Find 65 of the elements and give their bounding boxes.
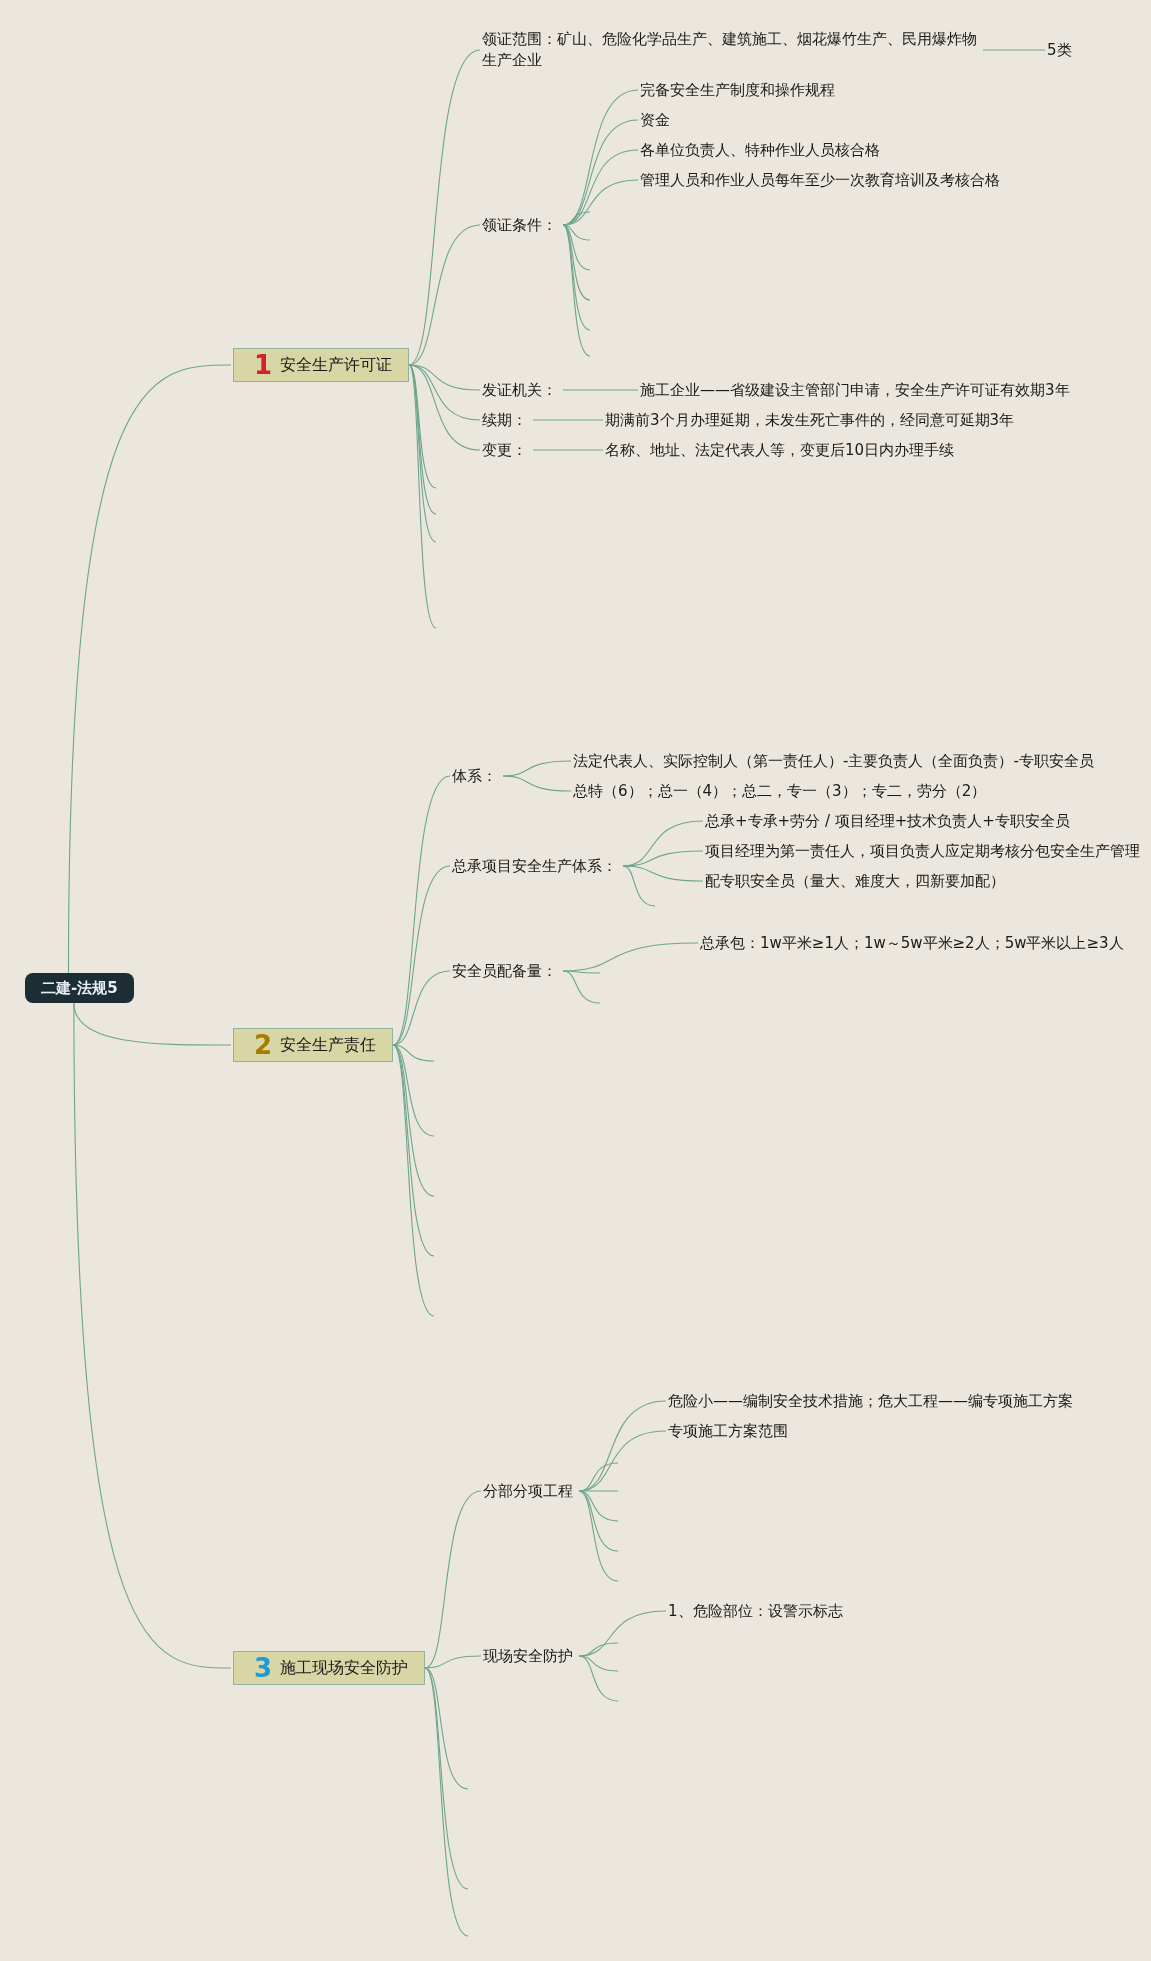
branch-line (424, 1655, 482, 1669)
branch-line (408, 364, 437, 543)
branch-line (67, 364, 232, 974)
branch-line (424, 1667, 469, 1790)
branch-line (408, 364, 437, 629)
branch-line (562, 970, 601, 974)
branch-line (562, 389, 639, 391)
topic-box (233, 1028, 394, 1062)
branch-text: 领证条件： (482, 214, 557, 236)
branch-text: 总承+专承+劳分 / 项目经理+技术负责人+专职安全员 (705, 810, 1070, 832)
branch-text: 项目经理为第一责任人，项目负责人应定期考核分包安全生产管理 (705, 840, 1140, 862)
branch-text: 专项施工方案范围 (668, 1420, 788, 1442)
branch-line (562, 211, 591, 226)
branch-text: 总承包：1w平米≥1人；1w～5w平米≥2人；5w平米以上≥3人 (700, 932, 1124, 954)
branch-text: 危险小——编制安全技术措施；危大工程——编专项施工方案 (668, 1390, 1073, 1412)
branch-line (578, 1642, 619, 1657)
branch-line (73, 1002, 232, 1669)
topic-label: 施工现场安全防护 (280, 1657, 409, 1679)
branch-line (562, 224, 591, 357)
number-marker: 2 (254, 1030, 273, 1060)
branch-text: 总特（6）；总一（4）；总二，专一（3）；专二，劳分（2） (573, 780, 987, 802)
branch-text: 法定代表人、实际控制人（第一责任人）-主要负责人（全面负责）-专职安全员 (573, 750, 1094, 772)
branch-line (532, 449, 604, 451)
branch-line (408, 364, 481, 451)
branch-line (392, 775, 451, 1046)
branch-text: 分部分项工程 (483, 1480, 573, 1502)
branch-text: 发证机关： (482, 379, 557, 401)
branch-text: 1、危险部位：设警示标志 (668, 1600, 843, 1622)
number-marker: 3 (254, 1653, 273, 1683)
branch-line (562, 224, 591, 271)
number-marker: 1 (254, 350, 273, 380)
branch-text: 变更： (482, 439, 527, 461)
branch-line (532, 419, 604, 421)
branch-line (578, 1655, 619, 1672)
topic-label: 安全生产许可证 (280, 354, 393, 376)
topic-box (233, 348, 410, 382)
branch-text: 资金 (640, 109, 670, 131)
branch-text: 配专职安全员（量大、难度大，四新要加配） (705, 870, 1005, 892)
branch-text: 5类 (1047, 39, 1072, 61)
branch-line (578, 1490, 619, 1582)
branch-text: 施工企业——省级建设主管部门申请，安全生产许可证有效期3年 (640, 379, 1070, 401)
branch-text: 总承项目安全生产体系： (452, 855, 617, 877)
branch-line (408, 364, 437, 515)
branch-line (578, 1490, 619, 1522)
branch-text: 名称、地址、法定代表人等，变更后10日内办理手续 (605, 439, 955, 461)
topic-box (233, 1651, 426, 1685)
branch-line (578, 1655, 619, 1702)
branch-line (424, 1667, 469, 1937)
branch-text: 体系： (452, 765, 497, 787)
branch-line (622, 865, 656, 907)
branch-line (502, 775, 572, 792)
branch-line (562, 970, 601, 1004)
branch-text: 现场安全防护 (483, 1645, 573, 1667)
topic-label: 安全生产责任 (280, 1034, 377, 1056)
branch-line (982, 49, 1046, 51)
branch-line (392, 1044, 435, 1317)
branch-text: 期满前3个月办理延期，未发生死亡事件的，经同意可延期3年 (605, 409, 1015, 431)
branch-text: 各单位负责人、特种作业人员核合格 (640, 139, 880, 161)
root-node: 二建-法规5 (25, 973, 134, 1003)
branch-text: 管理人员和作业人员每年至少一次教育培训及考核合格 (640, 169, 1000, 191)
branch-text: 续期： (482, 409, 527, 431)
branch-line (622, 865, 704, 882)
branch-text: 领证范围：矿山、危险化学品生产、建筑施工、烟花爆竹生产、民用爆炸物生产企业 (482, 29, 977, 71)
branch-text: 完备安全生产制度和操作规程 (640, 79, 835, 101)
branch-text: 安全员配备量： (452, 960, 557, 982)
